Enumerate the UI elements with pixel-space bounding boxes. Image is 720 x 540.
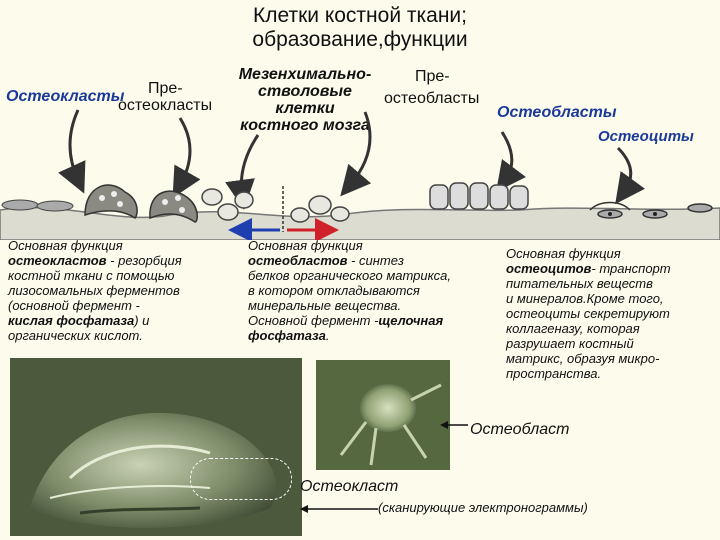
fn-osteocyte-line9: пространства. <box>506 366 602 381</box>
label-msc-2: стволовые <box>258 83 352 100</box>
label-msc-4: костного мозга <box>240 117 370 134</box>
fn-osteocyte-line6: коллагеназу, которая <box>506 321 640 336</box>
caption-osteoblast: Остеобласт <box>470 421 570 438</box>
fn-osteoblast-line5: минеральные вещества. <box>248 298 402 313</box>
fn-osteocyte-line7: разрушает костный <box>506 336 634 351</box>
fn-osteocyte-line2: - транспорт <box>591 261 671 276</box>
caption-note: (сканирующие электронограммы) <box>378 500 588 515</box>
fn-osteocyte-line1: Основная функция <box>506 246 621 261</box>
cell-lineage-diagram <box>0 109 720 240</box>
label-msc-3: клетки <box>275 100 335 117</box>
osteoclast-cell-1 <box>84 184 138 219</box>
fn-osteoblast-line6: Основной фермент - <box>248 313 379 328</box>
caption-osteoclast: Остеокласт <box>300 478 399 495</box>
fn-osteoclast-enzyme: кислая фосфатаза <box>8 313 135 328</box>
arrow-msc <box>225 134 260 210</box>
fn-osteocyte-line8: матрикс, образуя микро- <box>506 351 660 366</box>
label-preosteoblasts-1: Пре- <box>415 68 450 85</box>
fn-osteoclast-line6: ) и <box>134 313 150 328</box>
fn-osteoclast-line2: - резорбция <box>106 253 182 268</box>
label-osteoblasts: Остеобласты <box>497 104 617 121</box>
fn-osteoclast-line5: (основной фермент - <box>8 298 140 313</box>
osteoclast-caption-arrow <box>300 505 378 513</box>
function-osteoblast: Основная функция остеобластов - синтез б… <box>248 238 503 343</box>
title-line-2: образование,функции <box>252 28 468 51</box>
osteoclast-sem-photo <box>10 358 302 536</box>
label-preosteoclasts-2: остеокласты <box>118 97 213 114</box>
arrow-osteoblasts <box>496 131 526 193</box>
arrow-osteoclasts <box>58 109 86 194</box>
arrow-preosteoclasts <box>172 117 201 199</box>
fn-osteoblast-line4: в котором откладываются <box>248 283 420 298</box>
fn-osteoblast-line1: Основная функция <box>248 238 363 253</box>
fn-osteoblast-enzyme: щелочная <box>378 313 444 328</box>
label-preosteoclasts-1: Пре- <box>148 80 183 97</box>
fn-osteoclast-line3: костной ткани с помощью <box>8 268 175 283</box>
function-osteoclast: Основная функция остеокластов - резорбци… <box>8 238 233 343</box>
fn-osteoclast-term: остеокластов <box>8 253 107 268</box>
fn-osteoblast-enzyme2: фосфатаза <box>248 328 326 343</box>
fn-osteoblast-line2: - синтез <box>347 253 404 268</box>
fn-osteoclast-line1: Основная функция <box>8 238 123 253</box>
fn-osteoclast-line4: лизосомальных ферментов <box>8 283 180 298</box>
label-osteocytes: Остеоциты <box>598 128 694 145</box>
osteoblast-sem-photo <box>316 360 450 470</box>
fn-osteocyte-line4: и минералов.Кроме того, <box>506 291 664 306</box>
label-msc: Мезенхимально- стволовые клетки костного… <box>225 66 385 134</box>
title-line-1: Клетки костной ткани; <box>252 4 467 27</box>
fn-osteocyte-line5: остеоциты секретируют <box>506 306 670 321</box>
fn-osteoblast-term: остеобластов <box>248 253 348 268</box>
osteoclast-cell-2 <box>149 190 199 223</box>
fn-osteocyte-term: остеоцитов <box>506 261 592 276</box>
osteoblast-caption-arrow <box>440 421 468 429</box>
fn-osteoblast-line7: . <box>325 328 330 343</box>
label-preosteoblasts-2: остеобласты <box>384 90 480 107</box>
label-msc-1: Мезенхимально- <box>238 66 372 83</box>
fn-osteoclast-line7: органических кислот. <box>8 328 143 343</box>
function-osteocyte: Основная функция остеоцитов- транспорт п… <box>506 246 716 381</box>
arrow-preosteoblasts <box>340 111 372 197</box>
fn-osteoblast-line3: белков органического матрикса, <box>248 268 451 283</box>
sem-dashed-outline <box>190 458 292 500</box>
page-title: Клетки костной ткани; образование,функци… <box>180 4 540 52</box>
label-osteoclasts: Остеокласты <box>6 88 125 105</box>
arrow-osteocytes <box>615 146 645 205</box>
fn-osteocyte-line3: питательных веществ <box>506 276 653 291</box>
